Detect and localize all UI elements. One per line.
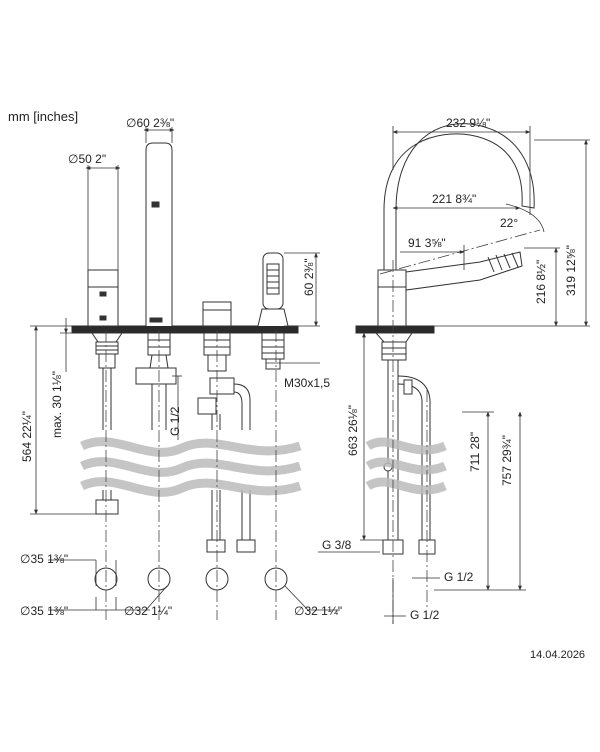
dim-663: 663 26⅛" bbox=[346, 405, 360, 456]
dim-dia32-a: ∅32 1¼" bbox=[124, 604, 173, 618]
dim-g12-left: G 1/2 bbox=[168, 406, 182, 436]
dim-dia35-bottom: ∅35 1⅜" bbox=[20, 604, 69, 618]
dim-dia50: ∅50 2" bbox=[68, 152, 107, 166]
break-lines-right bbox=[365, 437, 447, 495]
dim-232: 232 9⅛" bbox=[446, 116, 491, 130]
dim-216: 216 8½" bbox=[534, 259, 548, 304]
dim-711: 711 28" bbox=[468, 431, 482, 472]
dim-angle: 22° bbox=[500, 216, 519, 230]
dim-dia35-top: ∅35 1⅜" bbox=[20, 552, 69, 566]
dimension-lines-left bbox=[30, 127, 340, 611]
centre-lines-left bbox=[105, 330, 277, 620]
dim-dia60: ∅60 2⅜" bbox=[126, 116, 175, 130]
small-valve bbox=[202, 301, 232, 327]
dim-g38: G 3/8 bbox=[322, 538, 352, 552]
gooseneck-spout bbox=[383, 123, 535, 270]
left-assembly bbox=[71, 142, 302, 591]
dim-319: 319 12⅝" bbox=[564, 245, 578, 296]
dimension-lines-right bbox=[318, 126, 590, 624]
dim-g12-a: G 1/2 bbox=[444, 570, 474, 584]
dim-757: 757 29¾" bbox=[500, 435, 514, 486]
dim-max30: max. 30 1⅛" bbox=[50, 371, 64, 438]
hand-shower bbox=[262, 252, 284, 310]
mixer-body-right bbox=[377, 269, 407, 327]
units-note: mm [inches] bbox=[8, 109, 79, 124]
dim-g12-b: G 1/2 bbox=[410, 608, 440, 622]
dim-91: 91 3⅝" bbox=[408, 236, 446, 250]
break-lines-left bbox=[80, 437, 302, 497]
dim-60: 60 2⅜" bbox=[302, 258, 316, 296]
dim-221: 221 8¾" bbox=[432, 192, 477, 206]
mixer-body-left bbox=[87, 269, 119, 327]
dim-564: 564 22¼" bbox=[20, 411, 34, 462]
deck-plate-left bbox=[71, 325, 299, 334]
date-stamp: 14.04.2026 bbox=[530, 649, 586, 661]
dim-m30: M30x1,5 bbox=[284, 376, 331, 390]
deck-plate-right bbox=[355, 325, 435, 334]
tall-spout bbox=[145, 142, 173, 326]
side-lever bbox=[405, 251, 523, 291]
dim-dia32-b: ∅32 1¼" bbox=[294, 604, 343, 618]
